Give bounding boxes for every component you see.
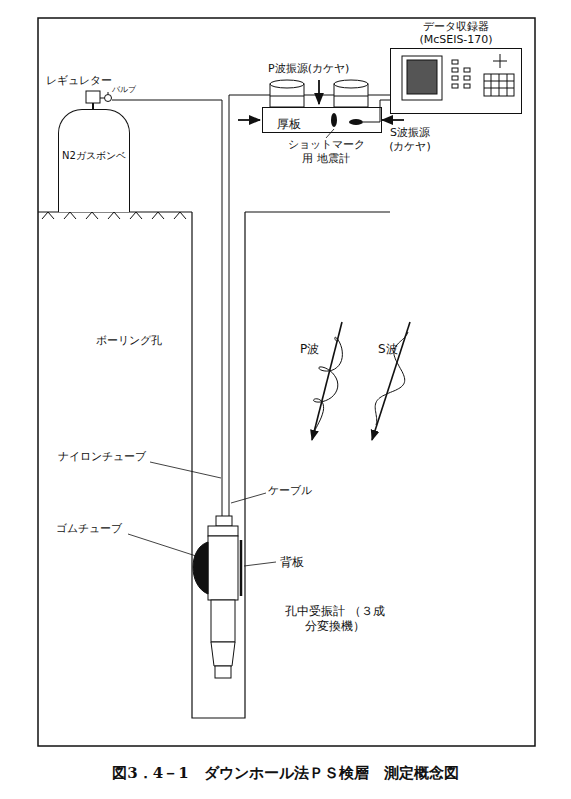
leader-line xyxy=(128,534,196,556)
ground-hatch xyxy=(86,212,92,219)
receiver xyxy=(215,666,231,678)
recorder-panel xyxy=(452,84,458,88)
seismometer-label: ショットマーク用 地震計 xyxy=(284,138,368,166)
s-wave-label: S波 xyxy=(378,342,398,357)
receiver xyxy=(211,642,235,666)
recorder-panel xyxy=(402,54,514,100)
recorder-panel xyxy=(452,76,458,80)
p-wave-label: P波 xyxy=(300,342,319,357)
hammer xyxy=(334,80,368,88)
ground-hatch xyxy=(64,212,70,219)
borehole-label: ボーリング孔 xyxy=(96,334,162,348)
valve xyxy=(100,98,104,99)
seismometer xyxy=(331,113,337,127)
receiver xyxy=(211,600,235,642)
s-source-label: S波振源 (カケヤ) xyxy=(382,126,438,154)
recorder-panel xyxy=(493,54,507,68)
plate: 厚板 xyxy=(262,107,382,133)
recorder: データ収録器 (McSEIS-170) xyxy=(390,20,522,114)
borehole xyxy=(192,212,245,718)
ground-hatch xyxy=(108,212,114,219)
recorder-panel xyxy=(464,68,470,72)
caption: 図3．4－1 ダウンホール法ＰＳ検層 測定概念図 xyxy=(0,764,571,782)
p-source-label: P波振源(カケヤ) xyxy=(268,62,349,76)
gas-cylinder: N2ガスボンベ xyxy=(58,109,130,212)
valve-label: バルブ xyxy=(112,84,136,95)
recorder-panel xyxy=(484,74,514,96)
cable-label: ケーブル xyxy=(268,484,312,498)
cable xyxy=(229,95,390,516)
ground-hatch xyxy=(92,212,98,219)
receiver xyxy=(216,516,232,526)
hammer xyxy=(270,96,304,97)
s-wave xyxy=(375,332,408,425)
ground-line xyxy=(245,211,390,212)
leader-line xyxy=(128,462,276,566)
receiver-label: 孔中受振計 （３成分変換機） xyxy=(280,604,390,634)
recorder-panel xyxy=(452,68,458,72)
s-wave-arrow xyxy=(372,322,410,440)
receiver xyxy=(208,536,238,600)
ground-hatch xyxy=(114,212,120,219)
hammer xyxy=(270,80,304,88)
nylon-tube-label: ナイロンチューブ xyxy=(58,450,146,464)
recorder-label: データ収録器 (McSEIS-170) xyxy=(408,20,504,48)
valve xyxy=(105,95,112,102)
s-source-arrow xyxy=(238,119,260,121)
hammer xyxy=(270,80,368,107)
valve xyxy=(108,92,109,94)
cylinder-label: N2ガスボンベ xyxy=(59,150,129,162)
regulator xyxy=(86,91,100,103)
seismometer xyxy=(349,119,363,125)
ground-hatch xyxy=(174,212,180,219)
ground-hatch xyxy=(48,212,54,219)
frame xyxy=(38,18,535,746)
receiver xyxy=(208,526,238,536)
ground-hatch xyxy=(180,212,186,219)
ground-hatch xyxy=(42,212,186,219)
ground-hatch xyxy=(152,212,158,219)
ground-hatch xyxy=(42,212,48,219)
recorder-panel xyxy=(402,56,442,100)
back-plate-label: 背板 xyxy=(280,555,304,570)
recorder-body xyxy=(390,48,522,114)
receiver xyxy=(193,542,208,594)
ground-hatch xyxy=(70,212,76,219)
leader-line xyxy=(150,462,221,478)
ground-hatch xyxy=(136,212,142,219)
leader-line xyxy=(326,129,334,138)
ground-hatch xyxy=(130,212,136,219)
regulator-label: レギュレター xyxy=(46,74,112,88)
receiver xyxy=(193,516,241,678)
plate-label: 厚板 xyxy=(277,117,301,131)
ground-hatch xyxy=(158,212,164,219)
p-source-arrow xyxy=(318,80,320,104)
s-source-arrow xyxy=(382,119,404,121)
seismometer-wire xyxy=(363,100,390,122)
recorder-panel xyxy=(464,76,470,80)
recorder-panel xyxy=(407,60,437,94)
leader-line xyxy=(231,493,266,503)
receiver xyxy=(240,540,243,596)
p-wave-arrow xyxy=(312,322,342,440)
recorder-panel xyxy=(452,60,458,64)
leader-line xyxy=(244,562,276,566)
rubber-tube-label: ゴムチューブ xyxy=(56,522,122,536)
hammer xyxy=(334,96,368,97)
recorder-panel xyxy=(464,84,470,88)
recorder-panel xyxy=(484,74,514,96)
